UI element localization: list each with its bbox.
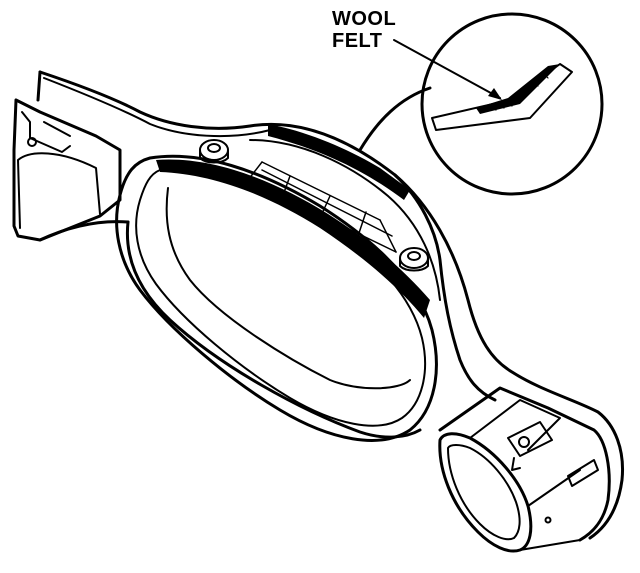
duct-top-inner-edge <box>43 77 271 138</box>
left-outlet-outline <box>12 70 122 242</box>
right-outlet-small-hole <box>544 516 552 524</box>
mounting-boss-left <box>199 139 229 164</box>
detail-connector-line <box>358 86 432 152</box>
right-outlet-tab <box>511 457 521 471</box>
right-outlet-clip <box>567 459 599 487</box>
duct-lower-edge <box>38 220 130 242</box>
callout-arrowhead <box>488 88 502 100</box>
felt-strip-opening-highlight <box>167 165 421 301</box>
duct-outer-outline <box>38 70 625 540</box>
duct-shoulder-inner <box>249 139 441 301</box>
left-outlet-screw-hole <box>27 137 37 147</box>
right-outlet-screw-hole <box>518 436 530 448</box>
duct-right-shoulder <box>393 173 497 402</box>
felt-strip-top-ridge <box>268 124 410 200</box>
right-outlet-body <box>438 386 611 542</box>
central-oval-depth <box>165 187 411 390</box>
detail-magnifier-circle <box>420 12 604 196</box>
right-outlet-flange <box>507 421 553 457</box>
left-outlet-inner <box>17 152 101 229</box>
duct-bottom-rim <box>125 220 422 439</box>
felt-detail-crosssection <box>431 63 573 131</box>
callout-line-1: WOOL <box>332 8 397 30</box>
right-outlet-top-face <box>469 399 581 551</box>
central-oval-outer <box>115 154 438 442</box>
callout-line-2: FELT <box>332 30 383 52</box>
callout-leader-line <box>393 39 501 99</box>
right-outlet-mouth-inner <box>447 444 521 541</box>
mounting-boss-right <box>399 247 429 272</box>
mounting-guide-lines <box>247 161 397 253</box>
wool-felt-callout: WOOL FELT <box>332 8 396 52</box>
